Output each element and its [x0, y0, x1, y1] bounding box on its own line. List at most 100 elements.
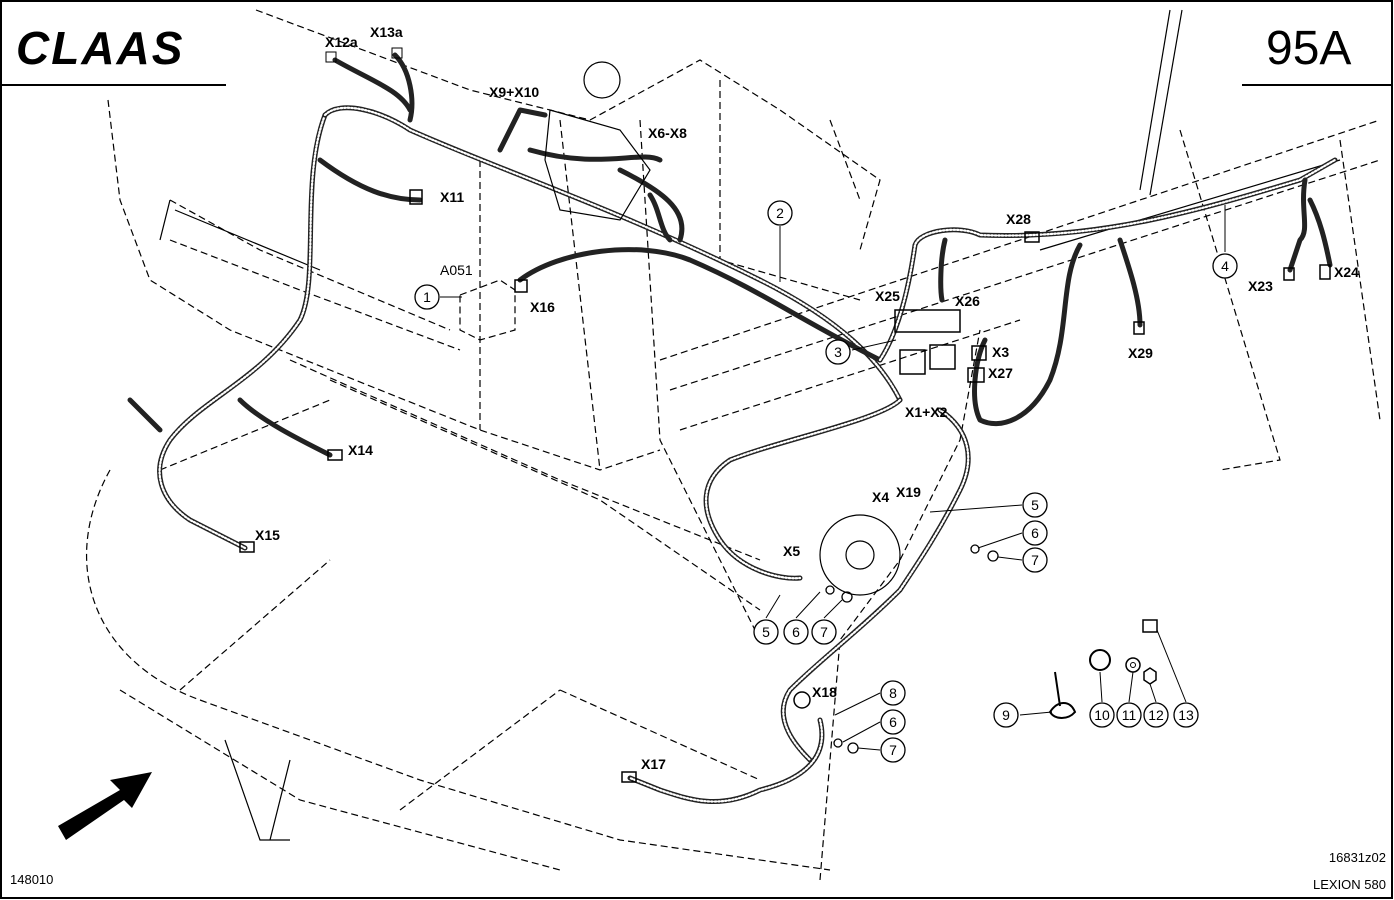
- label-x28: X28: [1006, 211, 1031, 227]
- brand-logo: CLAAS: [16, 22, 184, 74]
- washer-hole-icon: [1130, 662, 1136, 668]
- callout-5b: 5: [1022, 492, 1048, 518]
- svg-text:7: 7: [889, 742, 897, 758]
- label-x9x10: X9+X10: [489, 84, 539, 100]
- callout-7b: 7: [1022, 547, 1048, 573]
- callout-13: 13: [1173, 702, 1199, 728]
- callout-2: 2: [767, 200, 793, 226]
- washer-c-icon: [833, 738, 843, 748]
- callout-6c: 6: [880, 709, 906, 735]
- x24-plug-icon: [1319, 264, 1331, 280]
- label-x24: X24: [1334, 264, 1359, 280]
- footer: 148010 16831z02 LEXION 580: [10, 850, 1386, 892]
- label-x5: X5: [783, 543, 800, 559]
- footer-right-code: 16831z02: [1329, 850, 1386, 865]
- x23-plug-icon: [1283, 267, 1295, 281]
- label-x3: X3: [992, 344, 1009, 360]
- motor-icon: [819, 514, 901, 596]
- svg-text:11: 11: [1122, 707, 1137, 723]
- frame-members: [159, 9, 1341, 841]
- svg-text:3: 3: [834, 344, 842, 360]
- x1x2-connector-b-icon: [929, 344, 956, 370]
- x13a-plug-icon: [391, 47, 403, 59]
- label-x4: X4: [872, 489, 889, 505]
- x12a-plug-icon: [325, 51, 337, 63]
- bolt-b-icon: [841, 591, 853, 603]
- connector-labels: X12a X13a X9+X10 X6-X8 X11 A051 X16 X28 …: [255, 24, 1359, 772]
- x14-plug-icon: [327, 449, 343, 461]
- x25-connector-icon: [894, 309, 961, 333]
- svg-text:10: 10: [1094, 707, 1110, 723]
- svg-text:6: 6: [792, 624, 800, 640]
- x28-plug-icon: [1024, 231, 1040, 243]
- bolt-a-icon: [987, 550, 999, 562]
- label-x17: X17: [641, 756, 666, 772]
- callout-7a: 7: [811, 619, 837, 645]
- header: CLAAS 95A: [2, 22, 1392, 86]
- label-x16: X16: [530, 299, 555, 315]
- motor-hub-icon: [845, 540, 875, 570]
- svg-text:5: 5: [762, 624, 770, 640]
- label-x18: X18: [812, 684, 837, 700]
- callout-6b: 6: [1022, 520, 1048, 546]
- label-x29: X29: [1128, 345, 1153, 361]
- page-code: 95A: [1266, 22, 1351, 75]
- label-x19: X19: [896, 484, 921, 500]
- label-x27: X27: [988, 365, 1013, 381]
- cable-tie-icon: [1048, 671, 1077, 719]
- svg-text:13: 13: [1178, 707, 1194, 723]
- x17-plug-icon: [621, 771, 637, 783]
- x1x2-connector-a-icon: [899, 349, 926, 375]
- x29-plug-icon: [1133, 321, 1145, 335]
- x18-sensor-icon: [793, 691, 811, 709]
- callout-leaders: [440, 205, 1226, 751]
- valve-block-icon: [544, 109, 651, 221]
- label-x26: X26: [955, 293, 980, 309]
- nut-icon: [1143, 667, 1157, 685]
- svg-text:6: 6: [1031, 525, 1039, 541]
- svg-text:1: 1: [423, 289, 431, 305]
- svg-text:5: 5: [1031, 497, 1039, 513]
- washer-b-icon: [825, 585, 835, 595]
- svg-text:12: 12: [1148, 707, 1164, 723]
- machine-outline: [85, 9, 1381, 881]
- loose-parts: [825, 544, 1158, 754]
- label-x23: X23: [1248, 278, 1273, 294]
- washer-icon: [1125, 657, 1141, 673]
- x11-plug-icon: [409, 189, 423, 205]
- svg-text:6: 6: [889, 714, 897, 730]
- callout-12: 12: [1143, 702, 1169, 728]
- components: [239, 47, 1331, 783]
- svg-text:2: 2: [776, 205, 784, 221]
- washer-a-icon: [970, 544, 980, 554]
- svg-text:7: 7: [1031, 552, 1039, 568]
- callout-4: 4: [1212, 253, 1238, 279]
- callout-5a: 5: [753, 619, 779, 645]
- x3-plug-icon: [971, 345, 987, 361]
- label-a051: A051: [440, 262, 473, 278]
- svg-text:7: 7: [820, 624, 828, 640]
- callout-8: 8: [880, 680, 906, 706]
- callouts: 1 2 3 4 5 6 7 5 6 7 8 6 7 9 10 11 12 13: [414, 200, 1238, 763]
- callout-6a: 6: [783, 619, 809, 645]
- callout-7c: 7: [880, 737, 906, 763]
- label-x13a: X13a: [370, 24, 403, 40]
- a051-module-icon: [459, 279, 516, 341]
- callout-9: 9: [993, 702, 1019, 728]
- direction-arrow-icon: [58, 772, 152, 840]
- label-x25: X25: [875, 288, 900, 304]
- svg-text:4: 4: [1221, 258, 1229, 274]
- callout-3: 3: [825, 339, 851, 365]
- ring-terminal-icon: [1089, 649, 1111, 671]
- bolt-c-icon: [847, 742, 859, 754]
- reservoir-icon: [583, 61, 621, 99]
- callout-11: 11: [1116, 702, 1142, 728]
- footer-left-code: 148010: [10, 872, 53, 887]
- label-x6x8: X6-X8: [648, 125, 687, 141]
- label-x11: X11: [440, 189, 464, 205]
- callout-1: 1: [414, 284, 440, 310]
- x15-plug-icon: [239, 541, 255, 553]
- clip-icon: [1142, 619, 1158, 633]
- label-x1x2: X1+X2: [905, 404, 948, 420]
